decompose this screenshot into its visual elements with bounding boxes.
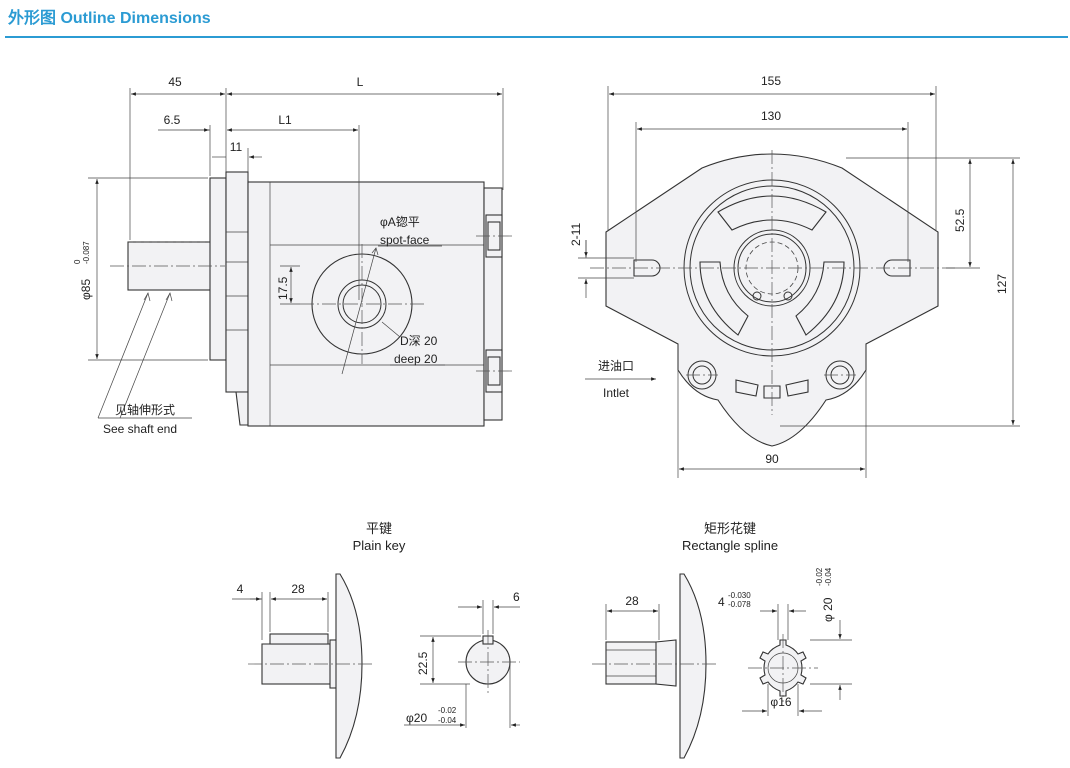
spline-title-en: Rectangle spline bbox=[682, 538, 778, 553]
spline-flange bbox=[679, 573, 707, 759]
header-divider bbox=[5, 36, 1068, 38]
key-dia-upper-tol: -0.02 bbox=[438, 706, 457, 715]
key-dim-6: 6 bbox=[513, 590, 520, 604]
mounting-holes-dim: 2-11 bbox=[569, 223, 583, 246]
dim-45: 45 bbox=[168, 75, 182, 89]
shaft-dia-lower-tol: -0.087 bbox=[82, 241, 91, 264]
key-dim-22-5: 22.5 bbox=[416, 651, 430, 675]
dim-127: 127 bbox=[995, 274, 1009, 294]
dim-l: L bbox=[357, 75, 364, 89]
spline-diameter: φ 20 bbox=[821, 597, 835, 622]
spline-width-lower-tol: -0.078 bbox=[728, 600, 751, 609]
plain-key-title-cn: 平键 bbox=[366, 521, 392, 536]
dim-52-5: 52.5 bbox=[953, 208, 967, 232]
page-title: 外形图 Outline Dimensions bbox=[8, 10, 211, 27]
depth-label-cn: D深 20 bbox=[400, 334, 438, 348]
key-shaft-diameter: φ20 bbox=[406, 711, 427, 725]
spline-dim-16: φ16 bbox=[770, 695, 791, 709]
spline-dia-upper-tol: -0.02 bbox=[815, 567, 824, 586]
spline-width-upper-tol: -0.030 bbox=[728, 591, 751, 600]
key-dim-4: 4 bbox=[237, 582, 244, 596]
spline-title-cn: 矩形花键 bbox=[704, 521, 756, 536]
plain-key-title-en: Plain key bbox=[353, 538, 406, 553]
dim-155: 155 bbox=[761, 74, 781, 88]
shaft-diameter: φ85 bbox=[79, 279, 93, 300]
dim-130: 130 bbox=[761, 109, 781, 123]
shaft-dia-upper-tol: 0 bbox=[73, 259, 82, 264]
key-dia-lower-tol: -0.04 bbox=[438, 716, 457, 725]
dim-11: 11 bbox=[230, 140, 243, 154]
spline-dim-28: 28 bbox=[625, 594, 639, 608]
front-view: 155 130 90 52.5 127 2-11 进油口 Intlet bbox=[569, 74, 1020, 478]
dim-l1: L1 bbox=[278, 113, 292, 127]
dim-17-5: 17.5 bbox=[276, 276, 290, 300]
key-dim-28: 28 bbox=[291, 582, 305, 596]
dim-90: 90 bbox=[765, 452, 779, 466]
dim-6-5: 6.5 bbox=[164, 113, 181, 127]
side-view: 45 L 6.5 L1 11 φ85 0 -0.087 17.5 φA锪平 sp… bbox=[73, 75, 512, 436]
spot-face-label-cn: φA锪平 bbox=[380, 214, 420, 229]
shaft-end-label-en: See shaft end bbox=[103, 422, 177, 436]
plain-key-detail: 平键 Plain key 4 28 6 22.5 φ bbox=[232, 521, 520, 759]
inlet-label-cn: 进油口 bbox=[598, 359, 634, 373]
spline-dia-lower-tol: -0.04 bbox=[824, 567, 833, 586]
shaft-end-label-cn: 见轴伸形式 bbox=[115, 402, 175, 417]
mounting-flange bbox=[209, 177, 227, 361]
inlet-label-en: Intlet bbox=[603, 386, 630, 400]
spline-width-main: 4 bbox=[718, 595, 725, 609]
depth-label-en: deep 20 bbox=[394, 352, 438, 366]
spline-detail: 矩形花键 Rectangle spline 28 4 -0.030 -0.078… bbox=[592, 521, 852, 759]
spot-face-label-en: spot-face bbox=[380, 233, 430, 247]
plain-key-flange bbox=[335, 573, 363, 759]
